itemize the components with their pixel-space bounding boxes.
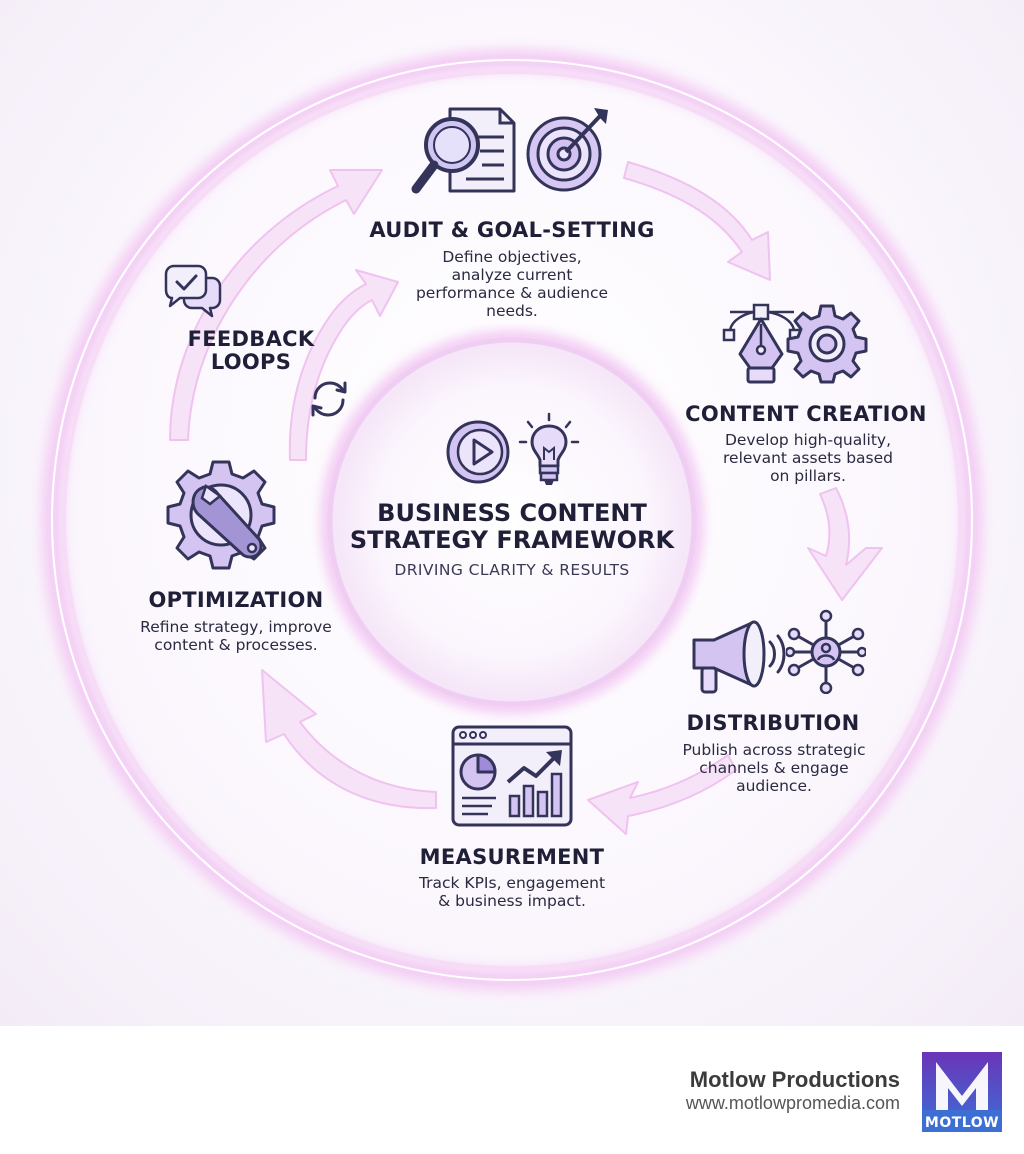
stage-description-content-creation: Develop high-quality, relevant assets ba… — [723, 431, 893, 485]
footer: Motlow Productions www.motlowpromedia.co… — [0, 1026, 1024, 1154]
center-circle — [327, 337, 697, 707]
arrow-audit-to-creation — [623, 161, 771, 281]
play-button-icon — [444, 418, 512, 486]
stage-title-optimization: OPTIMIZATION — [148, 588, 324, 612]
pen-nib-icon — [722, 302, 802, 386]
target-arrow-icon — [522, 104, 612, 194]
megaphone-icon — [690, 614, 786, 696]
arrow-measurement-to-optimization — [261, 669, 437, 810]
second-ring — [62, 70, 962, 970]
framework-title: BUSINESS CONTENT STRATEGY FRAMEWORK — [349, 499, 675, 554]
stage-title-audit: AUDIT & GOAL-SETTING — [369, 218, 655, 242]
brand-url: www.motlowpromedia.com — [685, 1093, 900, 1113]
network-icon — [786, 608, 866, 694]
magnifier-document-icon — [410, 105, 516, 197]
stage-description-audit: Define objectives, analyze current perfo… — [415, 248, 609, 320]
analytics-dashboard-icon — [450, 724, 574, 828]
brand-name: Motlow Productions — [689, 1067, 900, 1092]
arrow-creation-to-distribution — [807, 487, 883, 601]
arrow-feedback-inner — [288, 269, 399, 461]
motlow-logo: MOTLOW — [922, 1052, 1002, 1132]
stage-description-optimization: Refine strategy, improve content & proce… — [140, 618, 332, 654]
refresh-icon — [307, 378, 351, 420]
stage-description-distribution: Publish across strategic channels & enga… — [682, 741, 866, 795]
stage-title-distribution: DISTRIBUTION — [686, 711, 860, 735]
framework-subtitle: DRIVING CLARITY & RESULTS — [394, 561, 630, 579]
stage-title-content-creation: CONTENT CREATION — [685, 402, 927, 426]
stage-description-measurement: Track KPIs, engagement & business impact… — [418, 874, 606, 910]
lightbulb-icon — [516, 412, 582, 488]
outer-ring-line — [51, 59, 973, 981]
stage-title-measurement: MEASUREMENT — [419, 845, 605, 869]
framework-diagram: AUDIT & GOAL-SETTING Define objectives, … — [0, 0, 1024, 1026]
svg-text:MOTLOW: MOTLOW — [925, 1115, 999, 1131]
gear-icon — [786, 302, 868, 384]
arrow-distribution-to-measurement — [587, 754, 737, 835]
feedback-loops-title: FEEDBACK LOOPS — [187, 327, 315, 374]
gear-wrench-icon — [162, 458, 282, 574]
chat-check-icon — [164, 264, 222, 318]
